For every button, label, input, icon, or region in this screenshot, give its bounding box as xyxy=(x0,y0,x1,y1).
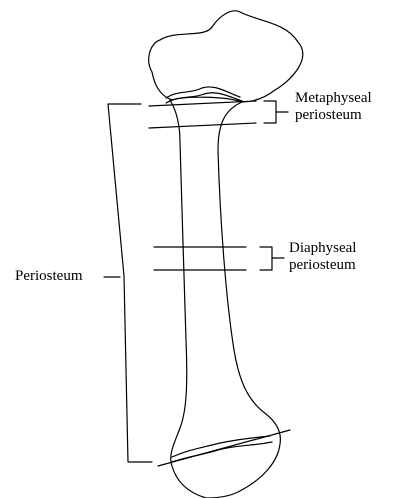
metaphyseal-periosteum-label: Metaphyseal periosteum xyxy=(295,90,372,124)
diaphyseal-periosteum-label: Diaphyseal periosteum xyxy=(289,240,356,274)
periosteum-bracket xyxy=(104,104,152,462)
femoral-head-outline xyxy=(149,11,303,102)
diaphyseal-label-line-2: periosteum xyxy=(289,257,356,274)
distal-marker-line xyxy=(158,430,290,466)
diaphyseal-bracket xyxy=(260,247,284,270)
metaphyseal-lower-line xyxy=(149,123,256,128)
metaphyseal-label-line-1: Metaphyseal xyxy=(295,90,372,107)
proximal-growth-plate-inner xyxy=(166,93,242,103)
periosteum-label: Periosteum xyxy=(15,268,83,285)
metaphyseal-bracket xyxy=(264,101,288,123)
diaphyseal-label-line-1: Diaphyseal xyxy=(289,240,356,257)
metaphyseal-label-line-2: periosteum xyxy=(295,107,372,124)
bone-shaft-left-edge xyxy=(170,100,206,498)
